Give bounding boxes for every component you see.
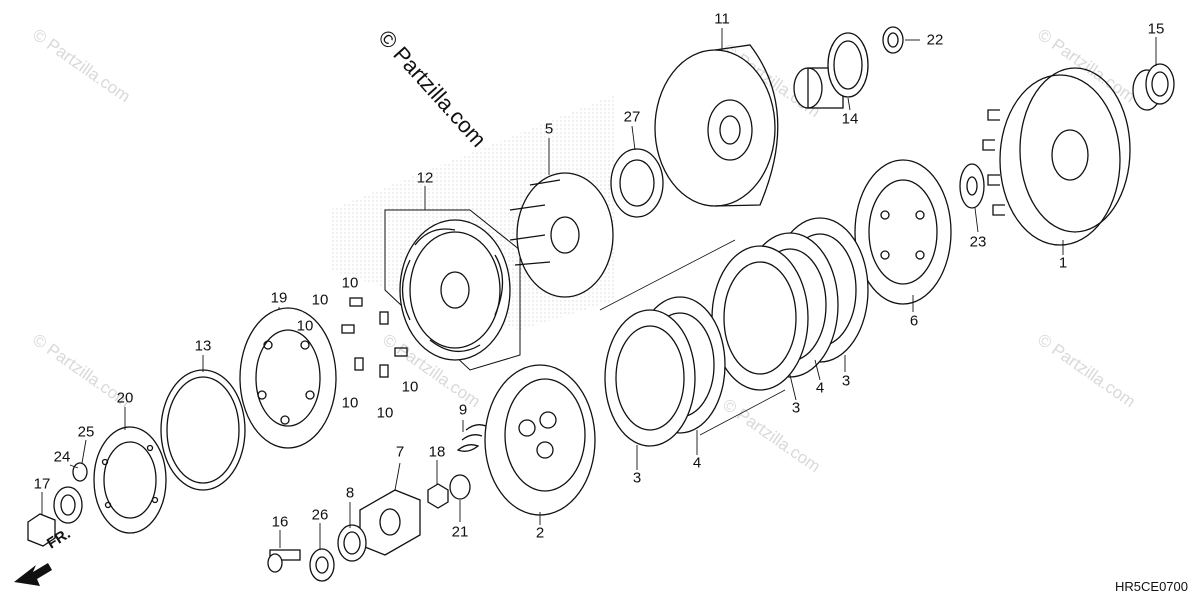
callout-17[interactable]: 17 [33, 475, 51, 493]
drive-plate-5 [509, 172, 614, 298]
bushing-15 [1132, 63, 1175, 111]
plate-19 [239, 307, 337, 449]
springs-10 [341, 297, 408, 378]
stack-bracket [599, 239, 786, 436]
frame-12 [384, 209, 521, 371]
callout-4b[interactable]: 4 [815, 379, 825, 397]
clutch-housing-1 [982, 67, 1131, 246]
callout-3b[interactable]: 3 [791, 399, 801, 417]
callout-10a[interactable]: 10 [341, 274, 359, 292]
callout-1[interactable]: 1 [1058, 254, 1068, 272]
callout-4a[interactable]: 4 [692, 454, 702, 472]
callout-9[interactable]: 9 [458, 401, 468, 419]
callout-6[interactable]: 6 [909, 312, 919, 330]
cam-8 [337, 524, 367, 562]
callout-22[interactable]: 22 [926, 31, 944, 49]
callout-10d[interactable]: 10 [341, 394, 359, 412]
washer-22 [882, 26, 904, 54]
callout-19[interactable]: 19 [270, 289, 288, 307]
diagram-code: HR5CE0700 [1115, 579, 1188, 594]
pressure-plate-6 [854, 159, 952, 305]
cover-plate-20 [93, 426, 167, 534]
clutch-center-2 [484, 364, 596, 516]
bolt-16 [267, 549, 301, 573]
callout-23[interactable]: 23 [969, 233, 987, 251]
nut-17 [27, 513, 56, 547]
centrifugal-clutch-12 [399, 219, 511, 361]
callout-10f[interactable]: 10 [401, 378, 419, 396]
callout-18[interactable]: 18 [428, 443, 446, 461]
one-way-clutch-27 [610, 148, 664, 218]
callout-3a[interactable]: 3 [632, 469, 642, 487]
callout-11[interactable]: 11 [714, 10, 730, 28]
callout-14[interactable]: 14 [841, 110, 859, 128]
spring-9 [456, 424, 487, 452]
callout-20[interactable]: 20 [116, 389, 134, 407]
washer [53, 486, 83, 524]
callout-10b[interactable]: 10 [311, 291, 329, 309]
callout-10c[interactable]: 10 [296, 317, 314, 335]
callout-15[interactable]: 15 [1147, 20, 1165, 38]
clutch-disc-stack-right [711, 217, 869, 391]
callout-12[interactable]: 12 [416, 169, 434, 187]
washer-21 [449, 474, 471, 500]
callout-8[interactable]: 8 [345, 484, 355, 502]
callout-25[interactable]: 25 [77, 423, 95, 441]
callout-16[interactable]: 16 [271, 513, 289, 531]
clutch-drum-11 [654, 44, 779, 207]
nut-18 [427, 483, 449, 509]
callout-26[interactable]: 26 [311, 506, 329, 524]
gear-shaft-14 [793, 32, 869, 109]
callout-10e[interactable]: 10 [376, 404, 394, 422]
ring-13 [160, 369, 246, 491]
callout-5[interactable]: 5 [544, 120, 554, 138]
washer-24-25 [72, 462, 88, 482]
leader-lines [41, 28, 1157, 550]
callout-7[interactable]: 7 [395, 443, 405, 461]
callout-3c[interactable]: 3 [841, 372, 851, 390]
bearing-26 [309, 548, 335, 582]
callout-21[interactable]: 21 [451, 523, 469, 541]
front-arrow-icon [14, 563, 52, 586]
washer-23 [959, 163, 985, 209]
callout-2[interactable]: 2 [535, 524, 545, 542]
lifter-plate-7 [359, 489, 421, 556]
callout-24[interactable]: 24 [53, 448, 71, 466]
callout-13[interactable]: 13 [194, 337, 212, 355]
clutch-disc-stack-left [604, 296, 726, 447]
callout-27[interactable]: 27 [623, 108, 641, 126]
